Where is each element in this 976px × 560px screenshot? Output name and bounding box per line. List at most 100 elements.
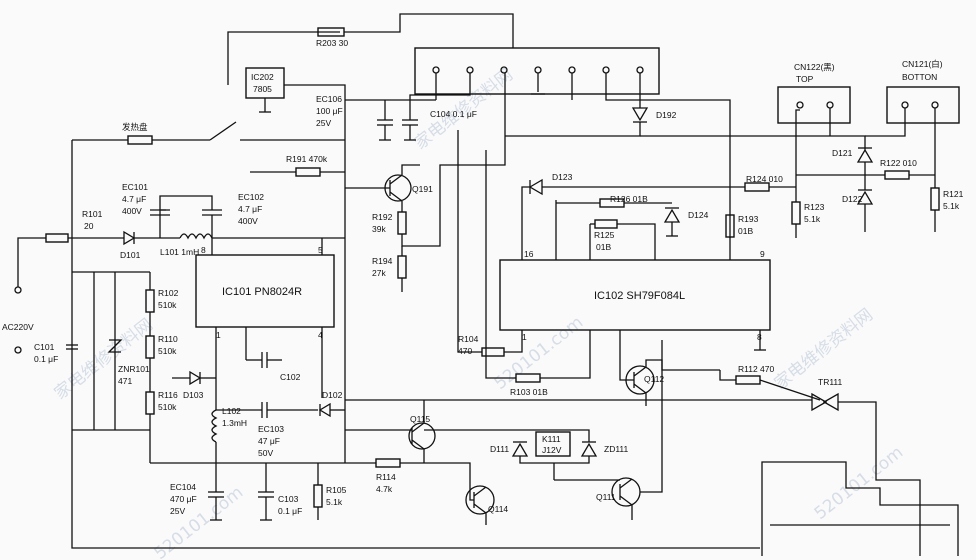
q114-label: Q114 [488, 504, 508, 514]
c104-label: C104 0.1 μF [430, 109, 477, 119]
resistor-r114 [375, 458, 401, 468]
wire [401, 73, 506, 247]
r126-label: R126 01B [610, 194, 648, 204]
diode-d103 [189, 370, 202, 386]
c102-label: C102 [280, 372, 301, 382]
diode-d101 [123, 230, 136, 246]
resistor-r125 [594, 219, 618, 229]
cn121-sub: BOTTON [902, 72, 937, 82]
inductor-l102 [211, 409, 218, 443]
c103-label: C103 [278, 494, 299, 504]
d103-label: D103 [183, 390, 204, 400]
heater-label: 发热盘 [122, 122, 148, 132]
c101-label: C101 [34, 342, 55, 352]
cn121-label: CN121(白) [902, 59, 943, 69]
ic202-label: IC202 [251, 72, 274, 82]
r110-value: 510k [158, 346, 177, 356]
ic102-pin9: 9 [760, 249, 765, 259]
resistor-r105 [313, 484, 323, 508]
connector-cn121 [886, 86, 960, 124]
c101-value: 0.1 μF [34, 354, 58, 364]
ac-terminal [14, 286, 22, 294]
connector-cn122 [777, 86, 851, 124]
ic102-pin16: 16 [524, 249, 534, 259]
r191-label: R191 470k [286, 154, 328, 164]
r194-label: R194 [372, 256, 393, 266]
diode-d124 [663, 208, 681, 223]
header-pins [432, 66, 644, 74]
inductor-l101 [179, 233, 213, 240]
ec104-value: 470 μF [170, 494, 197, 504]
r203-label: R203 30 [316, 38, 348, 48]
tr111-label: TR111 [818, 377, 843, 387]
r192-label: R192 [372, 212, 393, 222]
resistor-r116 [145, 391, 155, 415]
r192-value: 39k [372, 224, 386, 234]
d101-label: D101 [120, 250, 141, 260]
resistor-r124 [744, 182, 770, 192]
r123-label: R123 [804, 202, 825, 212]
r193-value: 01B [738, 226, 753, 236]
cn122-label: CN122(黑) [794, 62, 835, 72]
r125-value: 01B [596, 242, 611, 252]
transistor-q115 [408, 422, 436, 450]
l102-value: 1.3mH [222, 418, 247, 428]
resistor-r110 [145, 335, 155, 359]
resistor-r122 [884, 170, 910, 180]
r105-value: 5.1k [326, 497, 343, 507]
d123-label: D123 [552, 172, 573, 182]
d124-label: D124 [688, 210, 709, 220]
ec101-label: EC101 [122, 182, 148, 192]
relay-k111 [535, 431, 571, 457]
c103-value: 0.1 μF [278, 506, 302, 516]
znr-label: ZNR101 [118, 364, 150, 374]
r103-label: R103 01B [510, 387, 548, 397]
zener-zd111 [580, 442, 598, 457]
r101-value: 20 [84, 221, 94, 231]
header-connector [414, 47, 660, 95]
ic101-box [195, 254, 335, 328]
ec106-label: EC106 [316, 94, 342, 104]
r114-value: 4.7k [376, 484, 393, 494]
q112-label: Q112 [644, 374, 664, 384]
resistor-r101 [45, 233, 69, 243]
ac-terminal [14, 346, 22, 354]
varistor-znr101 [107, 339, 123, 353]
ec104-rating: 25V [170, 506, 185, 516]
ec103-value: 47 μF [258, 436, 280, 446]
ec106-value: 100 μF [316, 106, 343, 116]
zd111-label: ZD111 [604, 444, 629, 454]
ic101-pin4: 4 [318, 330, 323, 340]
l102-label: L102 [222, 406, 241, 416]
d122-label: D122 [842, 194, 863, 204]
relay-contact [209, 121, 237, 141]
resistor-r104 [481, 347, 505, 357]
znr-value: 471 [118, 376, 132, 386]
q111-label: Q111 [596, 492, 616, 502]
r121-label: R121 [943, 189, 964, 199]
l101-label: L101 1mH [160, 247, 199, 257]
r110-label: R110 [158, 334, 178, 344]
resistor-r123 [791, 201, 801, 225]
diode-d111 [511, 442, 529, 457]
ec102-value: 4.7 μF [238, 204, 262, 214]
k111-label: K111 [542, 434, 561, 444]
r122-label: R122 010 [880, 158, 917, 168]
r116-value: 510k [158, 402, 177, 412]
r104-value: 470 [458, 346, 472, 356]
ic101-label: IC101 PN8024R [222, 286, 302, 298]
resistor-r191 [295, 167, 321, 177]
d102-label: D102 [322, 390, 343, 400]
ec102-rating: 400V [238, 216, 258, 226]
diode-d121 [856, 148, 874, 163]
ic102-pin1: 1 [522, 332, 527, 342]
ec101-value: 4.7 μF [122, 194, 146, 204]
r123-value: 5.1k [804, 214, 821, 224]
r121-value: 5.1k [943, 201, 960, 211]
r114-label: R114 [376, 472, 396, 482]
watermark: 家电维修资料网 [51, 315, 157, 404]
r102-value: 510k [158, 300, 177, 310]
ec102-label: EC102 [238, 192, 264, 202]
